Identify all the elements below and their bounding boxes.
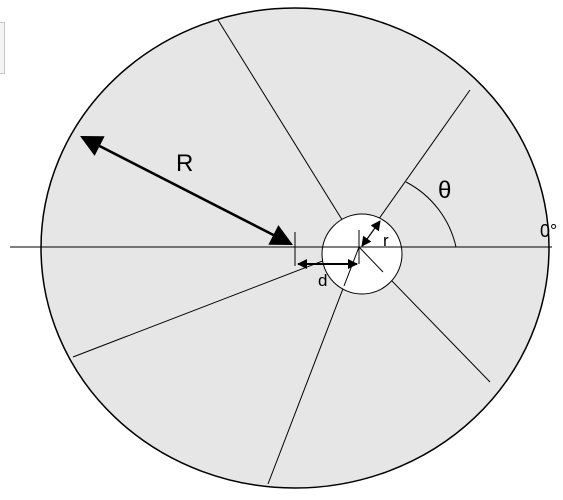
sector-line xyxy=(217,19,360,248)
inner-radius-label: r xyxy=(383,231,389,250)
sector-tail xyxy=(358,246,384,273)
outer-radius-arrow xyxy=(80,135,293,246)
inner-circle xyxy=(321,213,403,295)
angle-label: θ xyxy=(438,177,451,204)
offset-label: d xyxy=(318,271,327,290)
outer-radius-label: R xyxy=(176,150,193,177)
zero-angle-label: 0° xyxy=(540,221,557,241)
partial-window-edge xyxy=(0,22,5,74)
angle-arc xyxy=(405,181,457,248)
inner-radius-arrow xyxy=(361,220,381,247)
